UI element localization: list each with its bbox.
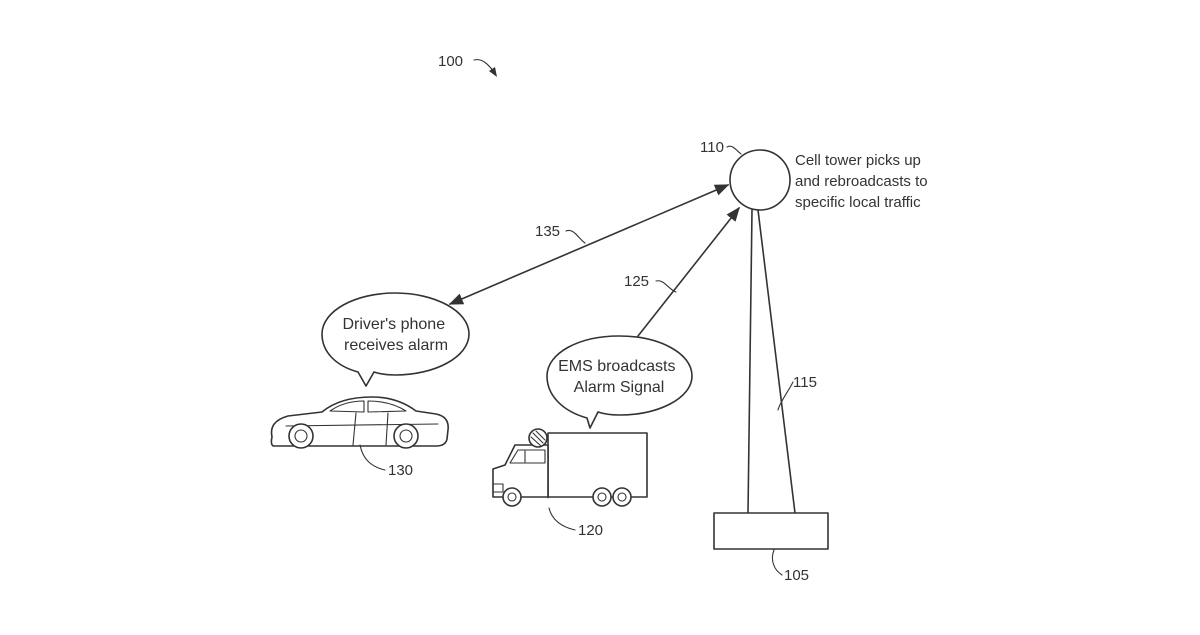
car-bubble-line-2: receives alarm [344, 337, 448, 354]
truck-wheel-rear-1 [593, 488, 611, 506]
car: 130 [271, 397, 448, 479]
ems-ref: 120 [578, 522, 603, 539]
car-ref: 130 [388, 462, 413, 479]
car-ref-leader [360, 445, 385, 470]
figure-ref-label: 100 [438, 53, 463, 70]
tower-note: Cell tower picks up and rebroadcasts to … [795, 152, 932, 211]
tower-antenna-leader [727, 146, 741, 154]
link-ems-to-tower-leader [656, 281, 676, 292]
tower-antenna-ref: 110 [700, 139, 724, 156]
tower-base [714, 513, 828, 549]
link-tower-to-car-arrow [450, 185, 728, 304]
tower-mast-ref: 115 [793, 374, 817, 391]
link-tower-to-car: 135 [450, 185, 728, 304]
ems-truck: 120 [493, 429, 647, 539]
truck-box [548, 433, 647, 497]
tower-mast-left [748, 210, 752, 513]
tower-mast-right [758, 210, 795, 513]
link-tower-to-car-ref: 135 [535, 223, 560, 240]
figure-ref: 100 [438, 53, 497, 77]
car-bubble-line-1: Driver's phone [342, 316, 445, 333]
ems-ref-leader [549, 508, 575, 530]
link-ems-to-tower-ref: 125 [624, 273, 649, 290]
cell-tower: 110 115 105 Cell tower picks up and rebr… [700, 139, 932, 584]
tower-base-ref: 105 [784, 567, 809, 584]
link-ems-to-tower-arrow [638, 208, 739, 336]
car-wheel-front [289, 424, 313, 448]
car-wheel-rear [394, 424, 418, 448]
tower-base-leader [772, 550, 782, 575]
ems-bubble-line-1: EMS broadcasts [558, 358, 675, 375]
figure-ref-arrowhead [489, 67, 497, 77]
tower-note-line-2: and rebroadcasts to [795, 173, 928, 190]
link-ems-to-tower: 125 [624, 208, 739, 336]
link-tower-to-car-leader [566, 230, 585, 243]
car-bubble: Driver's phone receives alarm [322, 293, 469, 386]
truck-wheel-rear-2 [613, 488, 631, 506]
ems-bubble-line-2: Alarm Signal [574, 379, 665, 396]
tower-antenna [730, 150, 790, 210]
tower-note-line-1: Cell tower picks up [795, 152, 921, 169]
truck-wheel-front [503, 488, 521, 506]
ems-bubble: EMS broadcasts Alarm Signal [547, 336, 692, 428]
truck-cab [493, 445, 548, 497]
tower-note-line-3: specific local traffic [795, 194, 921, 211]
